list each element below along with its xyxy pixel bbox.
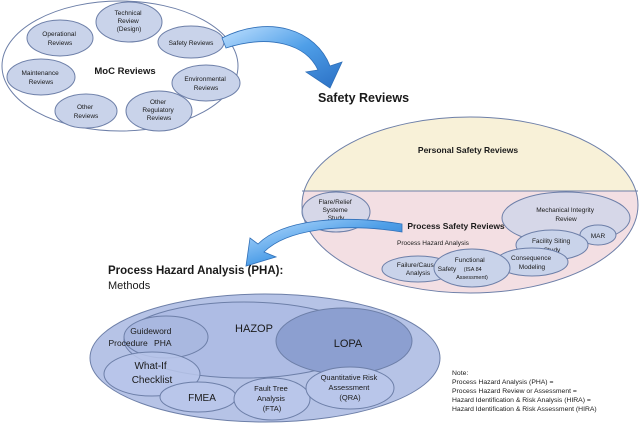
guideword-label: Guideword Procedure PHA	[108, 326, 173, 348]
functional-safety-node	[433, 248, 511, 288]
safety-outer-ellipse	[301, 116, 639, 294]
note-text: Note: Process Hazard Analysis (PHA) = Pr…	[452, 370, 597, 413]
hazop-label: HAZOP	[235, 323, 273, 335]
safety-reviews-node-label: Safety Reviews	[169, 40, 215, 47]
safety-reviews-title: Safety Reviews	[318, 91, 409, 105]
operational-reviews-label: Operational Reviews	[42, 31, 77, 47]
flare-relief-label: Flare/Relief Systeme Study	[318, 199, 353, 222]
mar-label: MAR	[591, 233, 606, 240]
consequence-modeling-label: Consequence Modeling	[511, 255, 553, 271]
process-hazard-analysis-label: Process Hazard Analysis	[397, 240, 470, 247]
qra-label: Quantitative Risk Assessment (QRA)	[321, 373, 380, 402]
safety-reviews-group: Personal Safety Reviews Flare/Relief Sys…	[301, 116, 639, 294]
environmental-reviews-label: Environmental Reviews	[184, 76, 227, 92]
qra-ellipse	[305, 366, 395, 410]
fta-label: Fault Tree Analysis (FTA)	[254, 384, 290, 413]
other-regulatory-reviews-label: Other Regulatory Reviews	[142, 99, 175, 122]
what-if-checklist-label: What-If Checklist	[132, 361, 173, 386]
moc-reviews-group: MoC Reviews Technical Review (Design) Op…	[1, 0, 241, 132]
personal-safety-reviews-label: Personal Safety Reviews	[418, 145, 518, 155]
functional-safety-label: Functional Safety (ISA 84 Assessment)	[438, 249, 489, 281]
process-safety-reviews-label: Process Safety Reviews	[407, 221, 505, 231]
maintenance-reviews-node	[6, 58, 76, 96]
other-reviews-label: Other Reviews	[74, 104, 99, 120]
lopa-label: LOPA	[334, 338, 363, 350]
maintenance-reviews-label: Maintenance Reviews	[21, 70, 60, 86]
technical-review-node	[95, 1, 163, 43]
fmea-label: FMEA	[188, 393, 216, 404]
arrow-to-pha-methods	[245, 218, 403, 267]
operational-reviews-node	[26, 19, 94, 57]
mechanical-integrity-label: Mechanical Integrity Review	[536, 207, 596, 223]
pha-methods-subtitle: Methods	[108, 280, 151, 292]
guideword-ellipse	[123, 315, 209, 359]
technical-review-label: Technical Review (Design)	[115, 10, 144, 33]
pha-methods-group: HAZOP Guideword Procedure PHA LOPA What-…	[89, 293, 441, 423]
other-regulatory-reviews-node	[125, 90, 193, 132]
pha-methods-title: Process Hazard Analysis (PHA):	[108, 265, 283, 277]
arrow-to-safety-reviews	[221, 26, 343, 89]
fta-ellipse	[233, 377, 311, 421]
other-reviews-node	[54, 93, 118, 129]
moc-title: MoC Reviews	[94, 66, 155, 77]
environmental-reviews-node	[171, 64, 241, 102]
failure-cause-label: Failure/Cause Analysis	[397, 262, 439, 277]
